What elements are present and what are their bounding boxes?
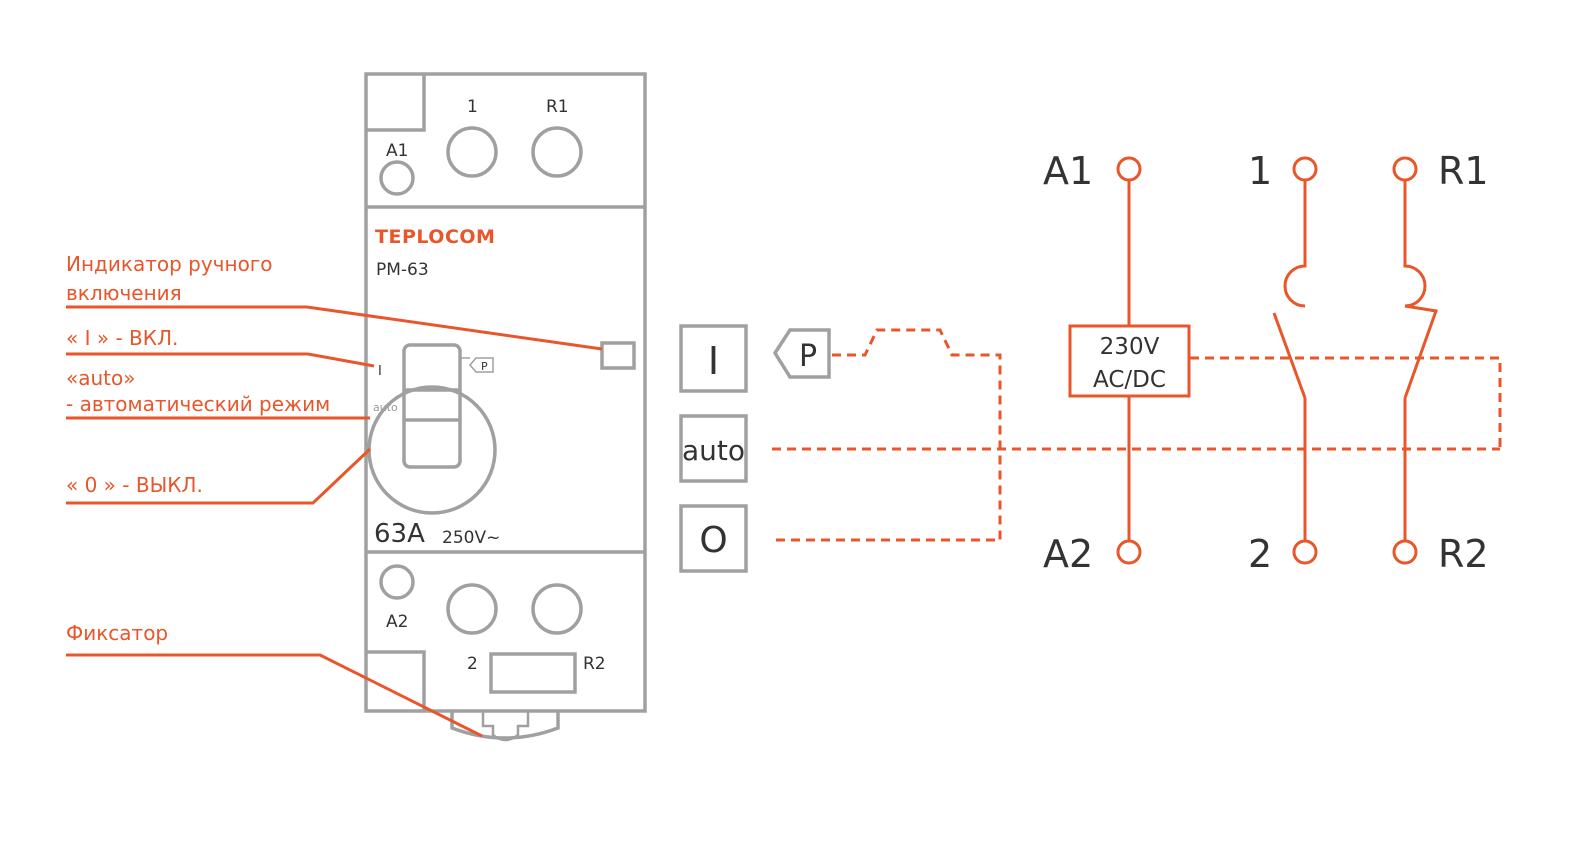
- switch-mark-on: I: [378, 364, 382, 379]
- leader-on: [66, 352, 375, 368]
- node-r2: [1392, 539, 1418, 565]
- terminal-label-a2: A2: [386, 612, 408, 632]
- mode-buttons: I auto O P: [679, 324, 831, 573]
- terminal-label-r1: R1: [546, 97, 569, 117]
- manual-indicator: [600, 341, 636, 370]
- coil-voltage: 230V: [1100, 334, 1160, 360]
- contact-r1-r2-blade: [1403, 304, 1439, 399]
- terminal-label-1: 1: [467, 97, 478, 117]
- terminal-label-2: 2: [467, 654, 478, 674]
- schematic-label-1: 1: [1248, 149, 1272, 193]
- din-latch-tab: [481, 712, 530, 742]
- terminal-2-screw: [446, 583, 498, 635]
- terminal-r1-screw: [531, 126, 583, 178]
- bottom-slot: [489, 652, 577, 694]
- brand-logo: TEPLOCOM: [375, 226, 495, 248]
- terminal-label-a1: A1: [386, 141, 408, 161]
- leader-indicator: [66, 305, 603, 351]
- node-a1: [1116, 156, 1142, 182]
- leader-latch: [66, 653, 483, 738]
- coil-type: AC/DC: [1093, 367, 1166, 393]
- device-outline: [364, 72, 647, 713]
- label-indicator-line1: Индикатор ручного: [66, 252, 273, 276]
- p-indicator-tag: [772, 328, 831, 379]
- terminal-label-r2: R2: [583, 654, 606, 674]
- label-auto-line2: - автоматический режим: [66, 392, 330, 416]
- model-name: PM-63: [376, 260, 429, 280]
- relay-device: A1 1 R1 TEPLOCOM PM-63 I auto P 63A 250V…: [364, 72, 647, 742]
- top-corner-box: [366, 74, 426, 132]
- button-auto-label: auto: [682, 434, 745, 467]
- schematic: 230V AC/DC A1 A2 1 2 R1 R2: [1043, 149, 1489, 576]
- din-latch: [450, 712, 560, 740]
- terminal-a2-screw: [379, 564, 415, 600]
- node-a2: [1116, 539, 1142, 565]
- label-on: « I » - ВКЛ.: [66, 326, 178, 350]
- label-indicator-line2: включения: [66, 281, 182, 305]
- node-1: [1292, 156, 1318, 182]
- current-rating: 63A: [374, 519, 425, 549]
- button-off-label: O: [699, 520, 727, 561]
- terminal-a1-screw: [379, 160, 415, 196]
- label-off: « 0 » - ВЫКЛ.: [66, 473, 203, 497]
- button-auto: [679, 414, 748, 483]
- schematic-label-a2: A2: [1043, 532, 1093, 576]
- p-tag-frame: [469, 357, 494, 373]
- p-indicator-label: P: [799, 339, 817, 374]
- schematic-label-r2: R2: [1438, 532, 1489, 576]
- node-r1: [1392, 156, 1418, 182]
- terminal-r2-screw: [531, 583, 583, 635]
- node-2: [1292, 539, 1318, 565]
- label-auto-line1: «auto»: [66, 366, 135, 390]
- switch-lever: [402, 343, 462, 469]
- schematic-label-a1: A1: [1043, 149, 1093, 193]
- contact-1-fixed: [1283, 180, 1307, 308]
- dashed-link-coil: [1190, 356, 1502, 449]
- button-off: [679, 504, 748, 573]
- rotary-dial: [367, 385, 497, 515]
- bottom-corner-box: [366, 650, 426, 711]
- contact-r1-fixed: [1403, 180, 1427, 308]
- mechanical-links: [772, 328, 1502, 542]
- leader-off: [66, 447, 372, 505]
- dashed-link-p: [832, 328, 1002, 540]
- schematic-label-r1: R1: [1438, 149, 1489, 193]
- voltage-rating: 250V~: [442, 528, 500, 548]
- contact-1-2-blade: [1272, 312, 1307, 399]
- schematic-label-2: 2: [1248, 532, 1272, 576]
- callouts: Индикатор ручного включения « I » - ВКЛ.…: [66, 252, 603, 738]
- button-on: [679, 324, 748, 393]
- terminal-1-screw: [446, 126, 498, 178]
- p-tag-text: P: [481, 360, 488, 373]
- button-on-label: I: [708, 339, 719, 383]
- label-latch: Фиксатор: [66, 621, 168, 645]
